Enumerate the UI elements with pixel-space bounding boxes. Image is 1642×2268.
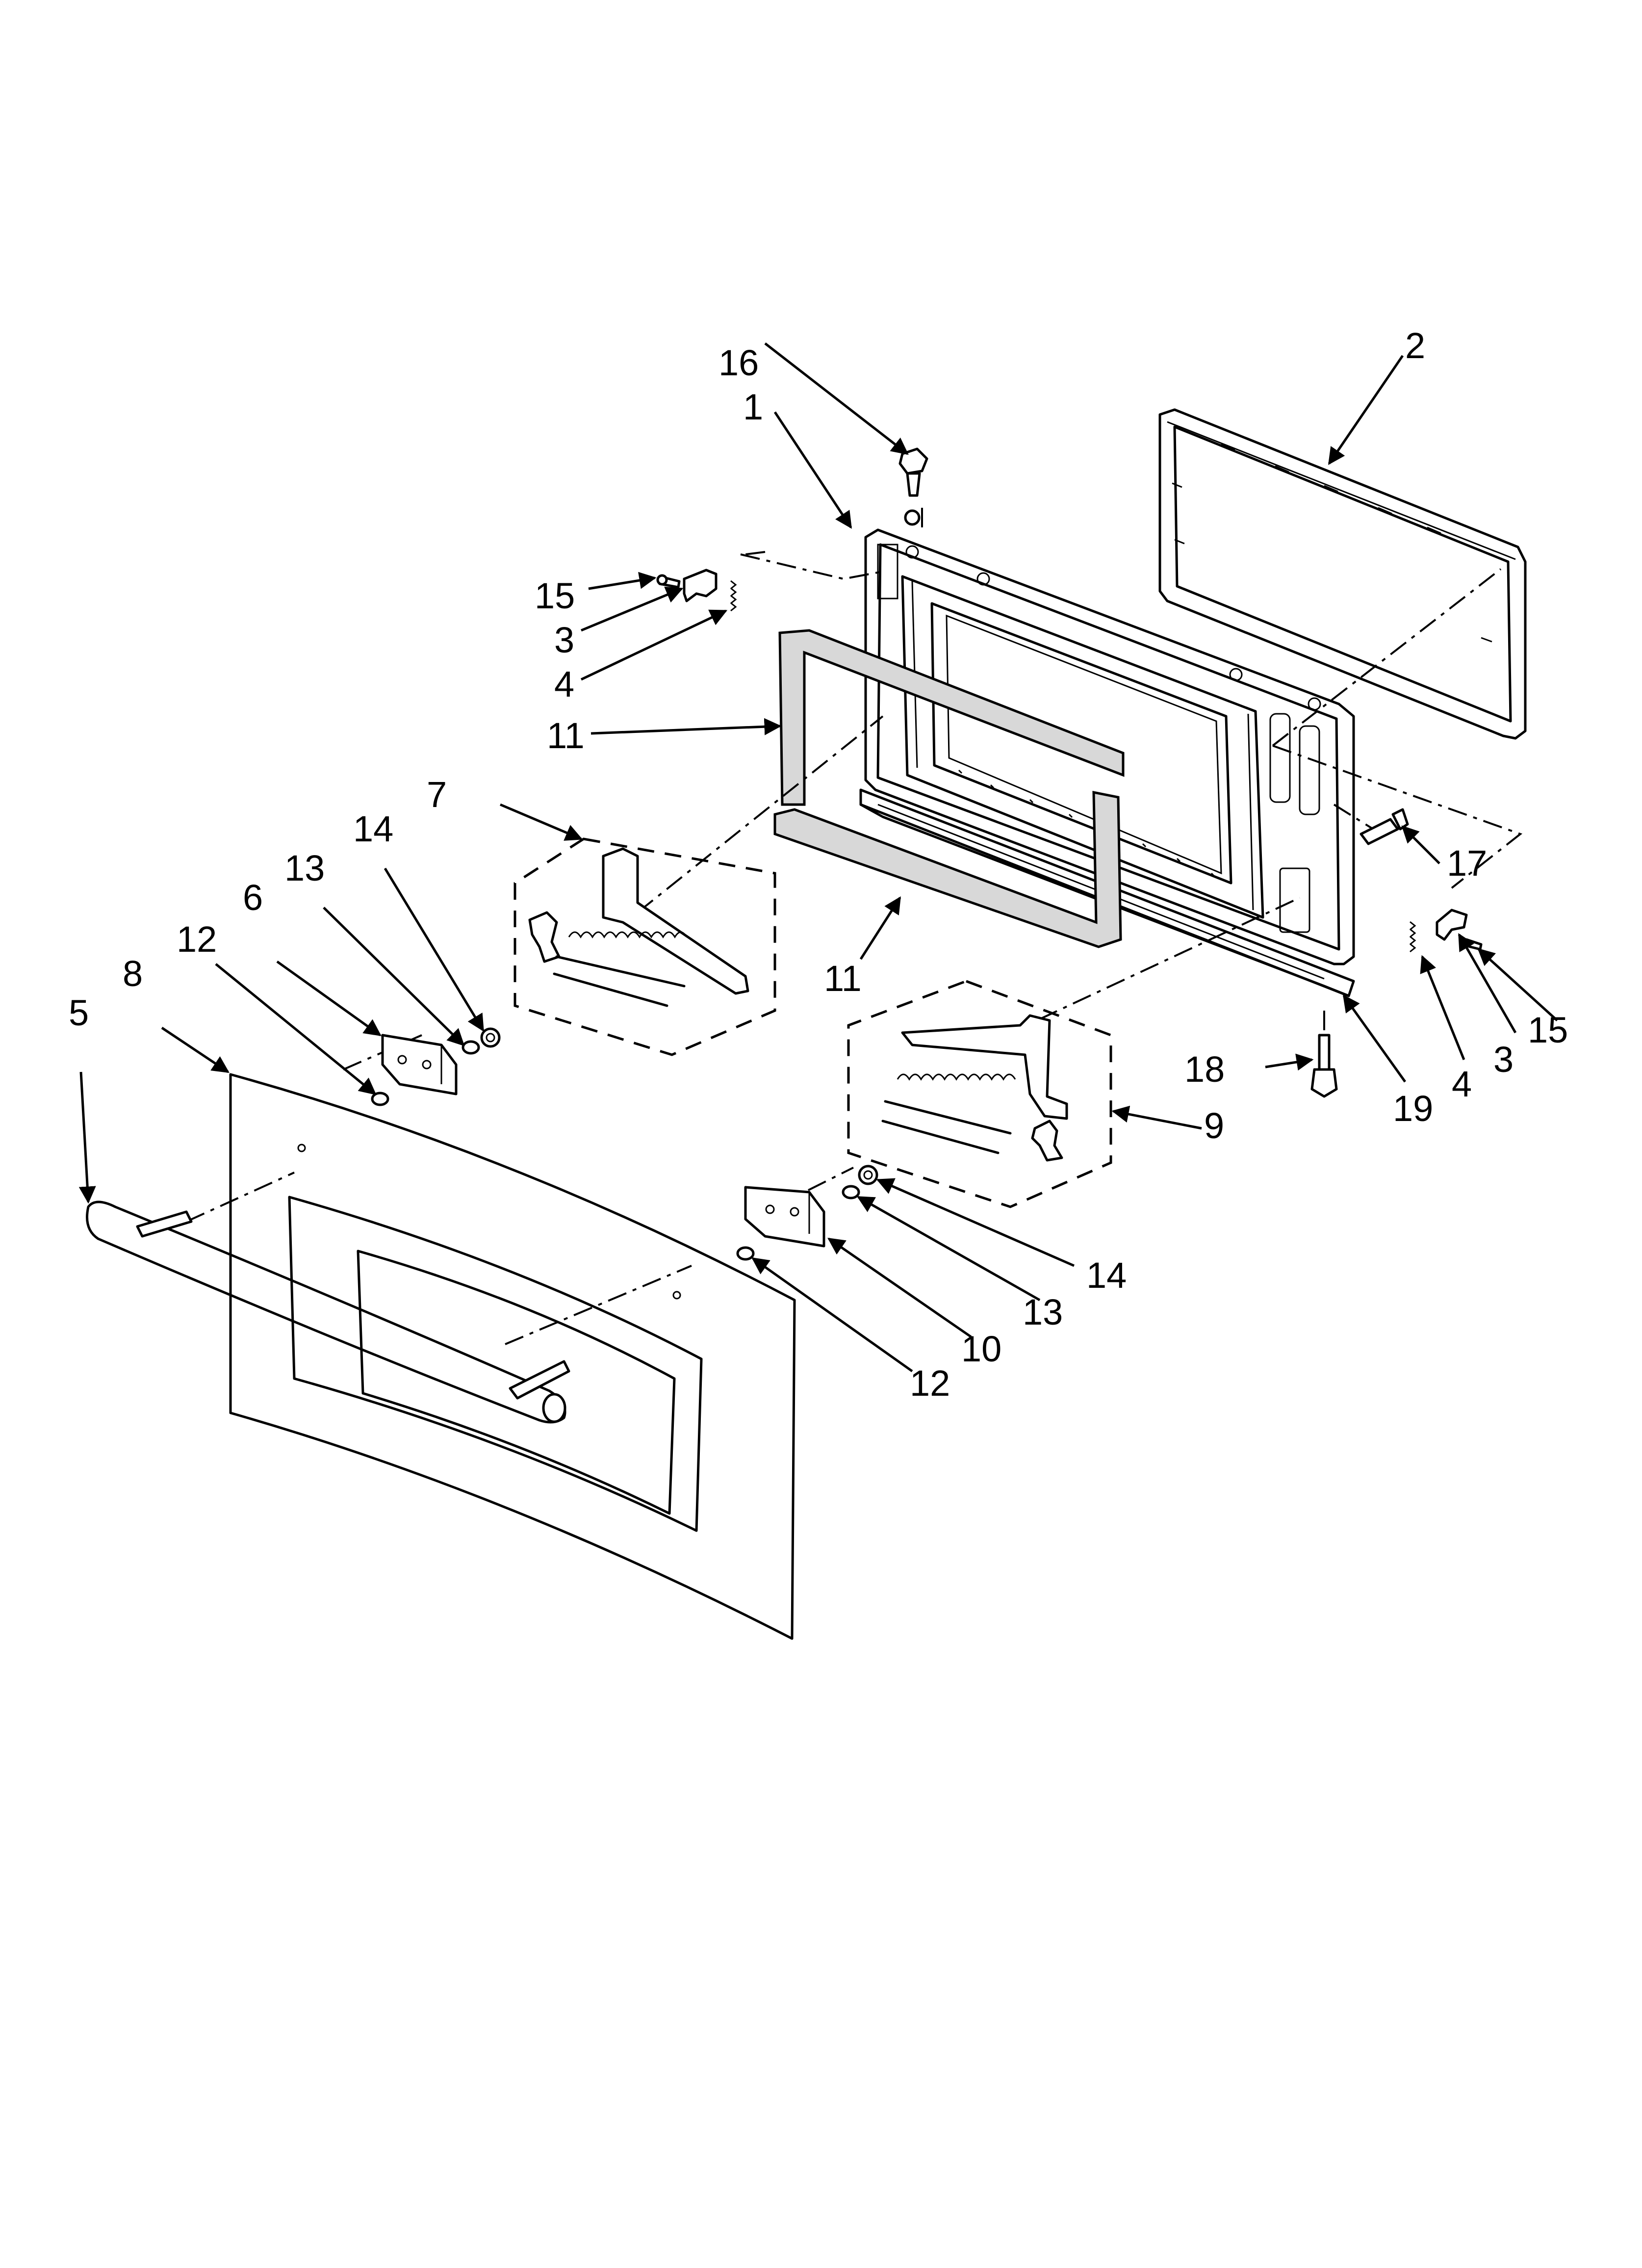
screw-part-16 (898, 447, 928, 526)
callout-14: 14 (353, 808, 393, 849)
callout-6: 6 (243, 877, 263, 918)
callout-labels: 16 1 2 15 3 4 11 7 14 13 6 12 5 8 11 17 … (69, 325, 1568, 1404)
pin-part-15-left (656, 574, 681, 589)
washer-part-12-right (736, 1246, 755, 1261)
callout-1: 1 (743, 387, 763, 427)
callout-13: 13 (284, 848, 325, 888)
callout-7: 7 (427, 774, 447, 815)
callout-4: 4 (1452, 1064, 1472, 1104)
callout-12: 12 (177, 919, 217, 960)
screw-part-17 (1360, 808, 1409, 845)
bracket-part-6 (381, 1034, 458, 1095)
door-frame-part-2 (1158, 408, 1527, 740)
spring-part-4-left (730, 580, 737, 612)
hinge-part-3-left (683, 569, 718, 602)
washer-part-12-left (371, 1092, 389, 1106)
callout-3: 3 (1493, 1039, 1514, 1080)
callout-11: 11 (547, 715, 585, 756)
callout-18: 18 (1184, 1049, 1225, 1090)
washer-part-13-left (462, 1040, 480, 1055)
pin-part-15-right (1465, 938, 1483, 951)
screw-part-18 (1310, 1034, 1338, 1098)
callout-5: 5 (69, 992, 89, 1033)
callout-16: 16 (718, 342, 759, 383)
callout-12: 12 (910, 1363, 950, 1404)
hinge-assembly-part-7 (513, 837, 776, 1056)
washer-part-13-right (842, 1185, 860, 1199)
callout-14: 14 (1086, 1255, 1127, 1296)
callout-4: 4 (554, 664, 574, 704)
callout-11: 11 (824, 958, 862, 999)
nut-part-14-right (858, 1165, 878, 1185)
alignment-lines (186, 508, 1523, 1345)
nut-part-14-left (480, 1027, 501, 1048)
bracket-part-10 (744, 1186, 825, 1248)
callout-19: 19 (1393, 1088, 1433, 1129)
callout-17: 17 (1447, 843, 1487, 884)
callout-13: 13 (1023, 1292, 1063, 1332)
hinge-part-3-right (1436, 909, 1468, 941)
callout-15: 15 (1528, 1010, 1568, 1050)
leader-lines (78, 342, 1558, 1373)
gasket-lower-part-11 (773, 790, 1122, 948)
callout-15: 15 (535, 575, 575, 616)
callout-9: 9 (1204, 1105, 1224, 1146)
callout-3: 3 (554, 620, 574, 660)
spring-part-4-right (1410, 921, 1416, 953)
callout-2: 2 (1405, 325, 1425, 366)
hinge-assembly-part-9 (847, 980, 1112, 1208)
outer-door-panel-part-8 (229, 1073, 796, 1640)
callout-8: 8 (123, 953, 143, 994)
handle-part-5 (86, 1200, 570, 1424)
callout-10: 10 (961, 1329, 1001, 1369)
gasket-upper-part-11 (778, 629, 1125, 806)
